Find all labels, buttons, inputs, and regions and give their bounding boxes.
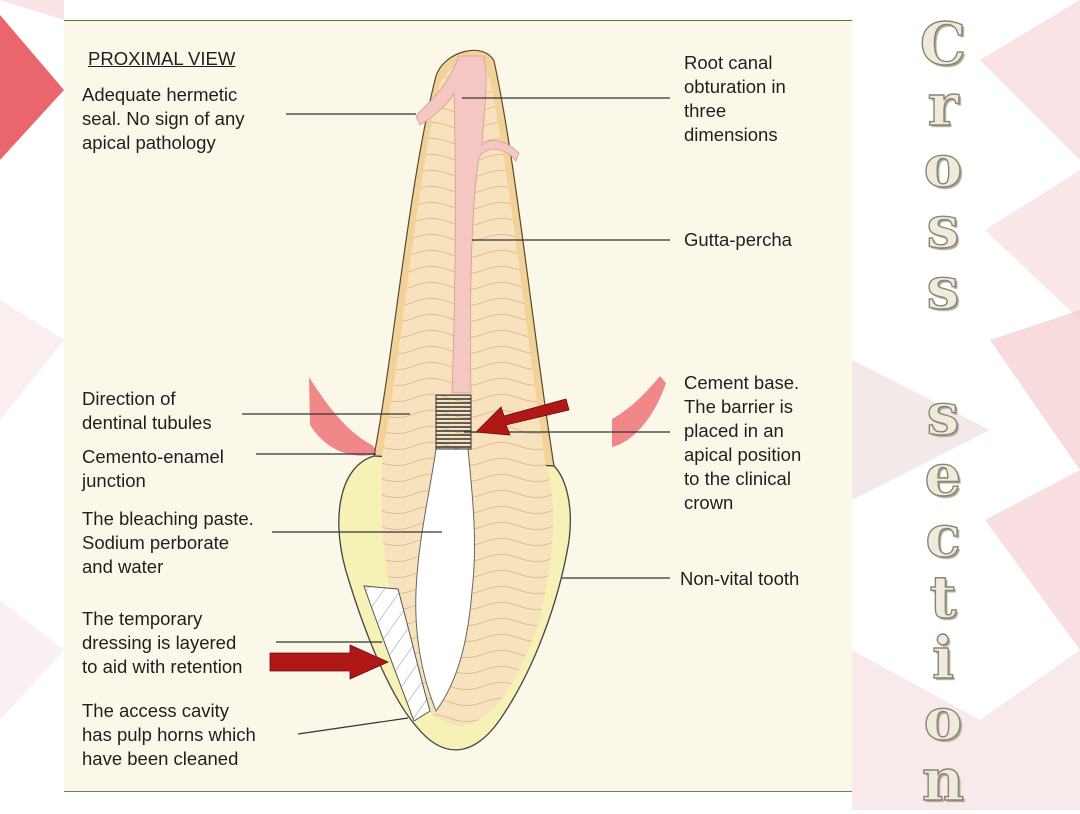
label-cemento-enamel: Cemento-enamel junction (82, 446, 224, 491)
title-letter: r (927, 71, 959, 139)
title-letter: s (926, 254, 960, 322)
label-dentinal-tubules: Direction of dentinal tubules (82, 388, 212, 433)
title-letter: o (923, 685, 963, 753)
gum-right (612, 376, 666, 447)
label-hermetic-seal: Adequate hermetic seal. No sign of any a… (82, 84, 245, 153)
title-letter: i (931, 624, 955, 692)
title-letter: t (929, 563, 957, 631)
title-letter: o (923, 132, 963, 200)
bg-shape (990, 310, 1080, 470)
gutta-percha (415, 55, 520, 394)
label-root-canal: Root canal obturation in three dimension… (684, 52, 786, 145)
label-cement-base: Cement base. The barrier is placed in an… (684, 372, 802, 513)
label-non-vital: Non-vital tooth (680, 568, 800, 589)
title-letter: c (925, 502, 962, 570)
title-letter: n (921, 746, 965, 814)
title-letter: e (924, 441, 962, 509)
leader-access-cavity (297, 717, 409, 735)
label-gutta-percha: Gutta-percha (684, 229, 792, 250)
label-access-cavity: The access cavity has pulp horns which h… (82, 700, 256, 769)
bg-shape (852, 360, 990, 500)
bg-shape (985, 170, 1080, 320)
bg-shape (985, 470, 1080, 650)
arrow-cement-base (475, 398, 570, 436)
label-temporary-dressing: The temporary dressing is layered to aid… (82, 608, 243, 677)
cement-base (435, 394, 472, 450)
title-letter: C (919, 10, 967, 78)
gum-left (309, 377, 380, 456)
title-letter: s (926, 193, 960, 261)
figure-title: PROXIMAL VIEW (88, 48, 236, 69)
temporary-dressing-hatch (364, 586, 430, 721)
pulp-chamber (415, 448, 476, 713)
bg-shape (0, 0, 64, 20)
bg-shape (852, 650, 1080, 810)
arrow-temporary-dressing (269, 644, 389, 680)
tooth-diagram (242, 49, 670, 751)
tooth-diagram-panel: PROXIMAL VIEW Adequate hermetic seal. No… (64, 20, 852, 792)
bg-shape (0, 15, 64, 160)
vertical-title: C r o s s s e c t i o n (888, 10, 998, 814)
title-letter: s (926, 380, 960, 448)
bg-shape (980, 0, 1080, 160)
label-bleaching-paste: The bleaching paste. Sodium perborate an… (82, 508, 254, 577)
bg-shape (0, 300, 64, 420)
bg-shape (0, 600, 64, 720)
